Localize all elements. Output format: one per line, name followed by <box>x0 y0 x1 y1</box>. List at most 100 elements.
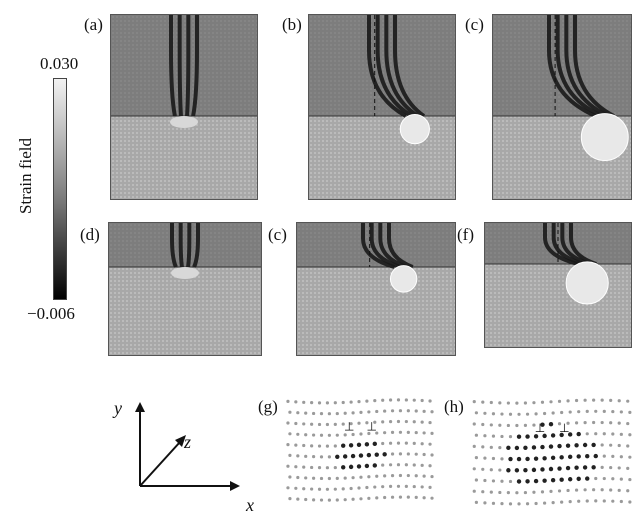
atom <box>508 435 513 439</box>
panel-label-a: (a) <box>84 15 103 34</box>
atom <box>534 501 538 506</box>
atom <box>619 477 623 481</box>
atom <box>516 456 522 462</box>
atom <box>351 476 355 480</box>
atom <box>288 432 292 436</box>
atom <box>491 434 496 438</box>
atom <box>508 412 513 416</box>
atom <box>611 454 615 458</box>
atom <box>364 442 370 447</box>
atom <box>525 479 530 484</box>
atom <box>602 454 606 458</box>
atom <box>333 465 337 470</box>
atom <box>319 455 324 459</box>
atom <box>483 411 487 415</box>
atom <box>602 476 606 481</box>
atom <box>594 499 598 503</box>
atom <box>310 465 314 470</box>
atom <box>551 501 555 505</box>
atom <box>359 475 363 479</box>
atom <box>327 433 331 437</box>
atom <box>412 441 416 445</box>
atom <box>566 488 570 493</box>
atom <box>602 409 606 413</box>
atom <box>506 468 511 473</box>
atom <box>500 412 504 416</box>
atom <box>619 455 623 459</box>
atom <box>548 422 554 427</box>
dislocation-symbol: ⊥ <box>535 421 545 435</box>
atom <box>472 467 476 471</box>
atom <box>396 484 401 488</box>
atom <box>557 399 562 403</box>
atom <box>288 453 292 457</box>
atom <box>585 476 590 481</box>
atom <box>367 410 371 414</box>
atom <box>617 488 621 492</box>
atom <box>525 434 530 439</box>
atom <box>532 490 536 494</box>
atom <box>550 433 556 438</box>
atom <box>296 432 300 436</box>
atom <box>396 441 401 445</box>
atom <box>404 398 408 402</box>
atom <box>325 422 330 427</box>
atom <box>398 430 403 434</box>
atom <box>404 419 408 424</box>
atom <box>543 501 547 505</box>
strain-bubble <box>565 261 609 305</box>
panel-label-c: (c) <box>465 15 484 34</box>
atom <box>325 444 330 448</box>
atom <box>422 496 426 500</box>
atom <box>483 501 487 505</box>
atom <box>383 495 387 500</box>
panel-label-h: (h) <box>444 397 464 416</box>
atom <box>474 478 478 482</box>
atom <box>319 498 324 502</box>
atom <box>388 420 393 424</box>
atom <box>343 498 347 502</box>
atom <box>412 398 416 402</box>
atom <box>422 431 426 435</box>
atom <box>294 486 298 490</box>
atom <box>317 422 322 427</box>
atom <box>611 432 615 436</box>
atom <box>506 423 510 428</box>
atom <box>585 409 589 414</box>
atom <box>583 488 587 492</box>
atom <box>514 468 520 473</box>
atom <box>600 465 604 469</box>
atom <box>540 490 545 494</box>
atom <box>357 400 361 404</box>
atom <box>398 452 403 456</box>
atom <box>617 399 621 403</box>
atom <box>296 497 300 501</box>
atom <box>288 410 292 414</box>
atom <box>288 475 292 479</box>
atom <box>540 444 545 450</box>
atom <box>576 454 581 459</box>
atom <box>319 433 324 437</box>
atom <box>358 453 364 458</box>
atom <box>381 463 385 467</box>
atom <box>341 465 346 470</box>
x-axis-arrowhead <box>230 481 240 491</box>
lower-grain <box>111 116 257 199</box>
atom <box>381 485 385 489</box>
atom <box>500 479 504 483</box>
atom <box>540 467 545 472</box>
atom <box>548 444 554 449</box>
atom <box>568 500 572 504</box>
atom <box>594 432 598 436</box>
dislocation-line <box>191 15 199 117</box>
atom <box>404 484 408 488</box>
atom <box>628 455 632 459</box>
atom <box>508 456 513 462</box>
atom <box>414 495 418 499</box>
atom <box>591 442 596 448</box>
simulation-panel-a <box>110 14 258 200</box>
atom <box>365 421 369 425</box>
atom <box>626 444 630 448</box>
atom <box>498 490 502 495</box>
strain-spot <box>170 116 198 128</box>
